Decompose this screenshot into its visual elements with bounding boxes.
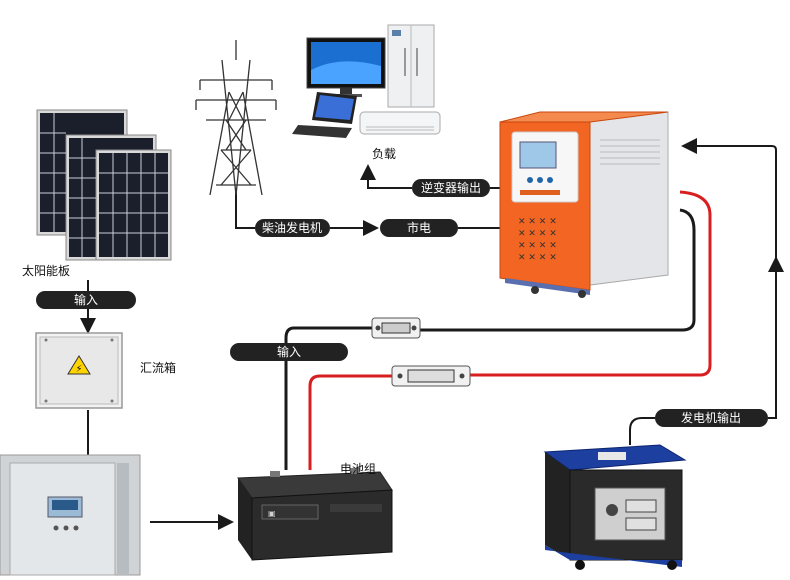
solar-panel-icon [36, 109, 172, 261]
wire-dc-positive [470, 190, 712, 377]
air-conditioner-icon [359, 111, 441, 135]
svg-text:✕ ✕ ✕ ✕: ✕ ✕ ✕ ✕ [518, 217, 557, 227]
input-mid-pill: 输入 [230, 343, 348, 361]
solar-panel-label: 太阳能板 [22, 263, 70, 278]
input-top-label: 输入 [74, 292, 98, 307]
battery-bank-label: 电池组 [340, 462, 376, 476]
svg-text:✕ ✕ ✕ ✕: ✕ ✕ ✕ ✕ [518, 241, 557, 251]
inverter-output-label: 逆变器输出 [421, 180, 481, 195]
monitor-icon [306, 37, 386, 97]
generator-output-label: 发电机输出 [681, 410, 741, 425]
diesel-generator-label: 柴油发电机 [262, 220, 322, 235]
power-tower-icon [195, 40, 277, 196]
wire-tower-down [235, 190, 255, 229]
svg-text:▣: ▣ [268, 509, 276, 518]
combiner-box-icon: ⚡ [35, 332, 123, 409]
svg-text:✕ ✕ ✕ ✕: ✕ ✕ ✕ ✕ [518, 229, 557, 239]
diesel-generator-pill: 柴油发电机 [255, 219, 330, 237]
wire-dc-negative [420, 208, 696, 332]
wire-generator-right [768, 256, 784, 419]
battery-icon: ▣ [237, 468, 393, 561]
generator-icon [543, 444, 687, 570]
charge-controller-icon [0, 454, 141, 576]
svg-text:✕ ✕ ✕ ✕: ✕ ✕ ✕ ✕ [518, 253, 557, 263]
load-label: 负载 [372, 147, 396, 161]
wire-generator-up [629, 417, 655, 445]
inverter-cabinet-icon: ✕ ✕ ✕ ✕ ✕ ✕ ✕ ✕ ✕ ✕ ✕ ✕ ✕ ✕ ✕ ✕ [499, 111, 669, 298]
refrigerator-icon [387, 24, 435, 108]
mains-pill: 市电 [380, 219, 458, 237]
svg-text:⚡: ⚡ [75, 364, 82, 375]
input-top-pill: 输入 [36, 291, 136, 309]
input-mid-label: 输入 [277, 344, 301, 359]
wire-dc-positive-battery [308, 374, 392, 470]
mains-label: 市电 [407, 220, 431, 235]
generator-output-pill: 发电机输出 [655, 409, 768, 427]
fuse-icon-2 [391, 365, 471, 387]
laptop-icon [292, 92, 357, 138]
inverter-output-pill: 逆变器输出 [412, 179, 490, 197]
fuse-icon [371, 317, 421, 339]
wire-dc-negative-battery [284, 326, 372, 470]
wire-generator-to-inverter [681, 138, 777, 260]
combiner-box-label: 汇流箱 [140, 360, 176, 375]
wire-to-load [360, 164, 412, 189]
